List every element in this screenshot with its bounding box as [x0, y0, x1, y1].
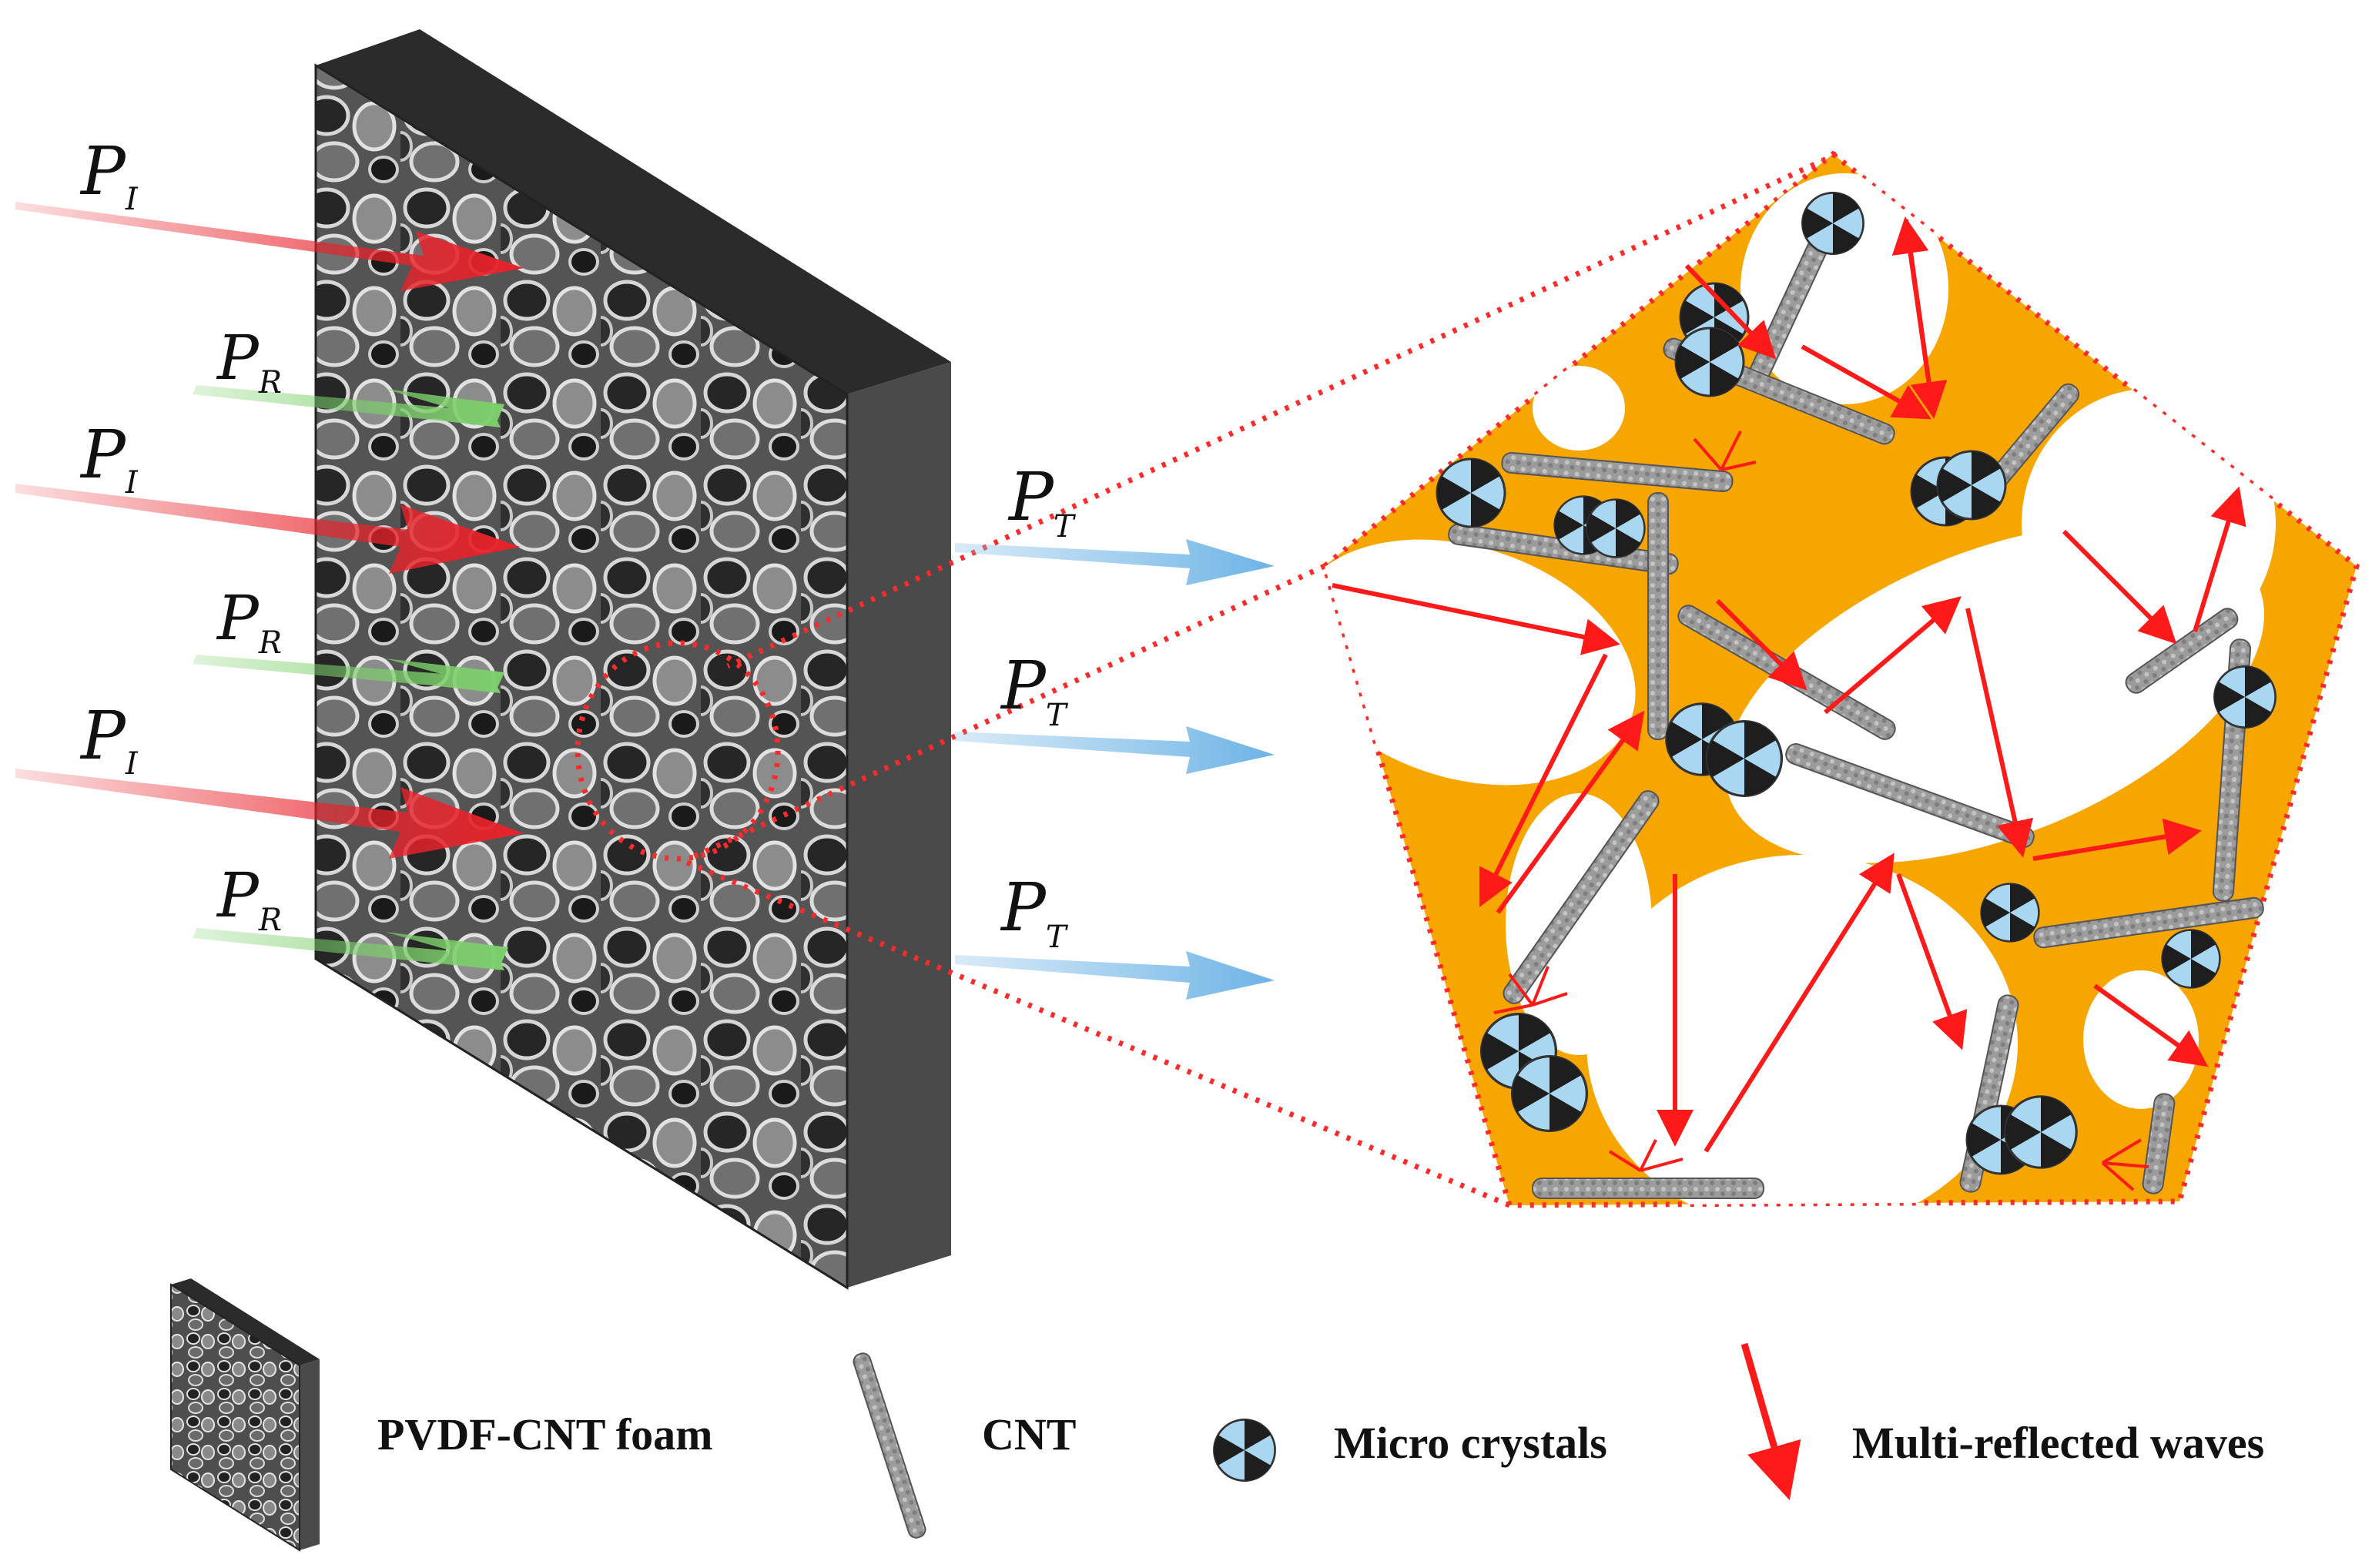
reflection-arrow	[1496, 710, 1645, 914]
zoom-pentagon	[1321, 150, 2360, 1208]
legend-foam-label: PVDF-CNT foam	[377, 1409, 712, 1459]
cell-7	[1533, 366, 1625, 451]
foam-slab-icon	[170, 1278, 320, 1552]
cnt-rod	[2142, 1093, 2176, 1194]
reflection-arrow	[1479, 653, 1608, 908]
cell-3	[1325, 539, 1636, 786]
reflection-arrow	[2193, 486, 2246, 632]
micro-crystal-icon	[1801, 192, 1864, 255]
incident-arrow-3	[15, 769, 524, 859]
reflection-arrow	[1715, 598, 1807, 691]
cnt-rod	[1532, 1178, 1764, 1199]
micro-crystal-icon	[1705, 719, 1784, 798]
reflection-arrow	[2062, 529, 2177, 645]
micro-crystal-icon	[1213, 1419, 1276, 1482]
reflection-arrow	[2093, 983, 2209, 1067]
reflection-arrow	[2032, 818, 2202, 861]
transmitted-arrow-1	[955, 539, 1275, 585]
incident-arrow-2	[15, 484, 520, 574]
micro-crystal-icon	[1436, 457, 1506, 528]
transmitted-label-1: PT	[1007, 459, 1077, 544]
legend-waves-label: Multi-reflected waves	[1852, 1418, 2264, 1468]
micro-crystal-icon	[2161, 929, 2221, 989]
reflected-waves: PR PR PR	[193, 322, 508, 970]
reflection-arrow	[1684, 263, 1777, 360]
transmitted-waves: PT PT PT	[955, 459, 1275, 1000]
incident-label-3: PI	[79, 698, 139, 782]
slab-front-face	[316, 65, 847, 1288]
slab-side-face	[847, 362, 951, 1288]
incident-label-1: PI	[79, 133, 139, 217]
cnt-rod	[1503, 790, 1660, 1004]
micro-crystals	[1436, 192, 2277, 1175]
incident-label-2: PI	[79, 417, 139, 501]
reflection-arrow	[1896, 873, 1968, 1050]
multi-reflected-arrows	[1332, 216, 2246, 1153]
reflected-label-3: PR	[216, 859, 282, 938]
micro-crystal-icon	[1586, 498, 1646, 558]
transmitted-arrow-3	[955, 951, 1275, 1000]
reflection-arrow	[1332, 583, 1620, 655]
reflected-arrow-1	[193, 385, 504, 427]
reflection-arrow	[1801, 344, 1931, 420]
reflection-arrow	[1704, 853, 1895, 1153]
incident-waves: PI PI PI	[15, 133, 524, 859]
slab-top-face	[316, 29, 951, 394]
incident-arrow-1	[15, 202, 524, 291]
micro-crystal-icon	[1510, 1054, 1589, 1133]
cnt-tube-icon	[853, 1352, 926, 1539]
foam-slab	[314, 29, 951, 1290]
micro-crystal-icon	[1936, 450, 2007, 521]
reflected-arrow-2	[193, 655, 504, 693]
reflection-arrow	[1891, 216, 1935, 413]
cnt-rod	[1647, 492, 1669, 740]
transmitted-label-3: PT	[1000, 869, 1069, 955]
cnt-rod	[2033, 896, 2264, 949]
micro-crystal-icon	[2004, 1095, 2078, 1169]
transmitted-arrow-2	[955, 726, 1275, 774]
zoom-lines	[676, 151, 1838, 1208]
legend-cnt-label: CNT	[982, 1409, 1076, 1459]
micro-crystal-icon	[2213, 665, 2277, 729]
reflection-arrow	[1965, 608, 2033, 858]
micro-crystal-icon	[1980, 883, 2040, 943]
micro-crystal-icon	[1674, 327, 1745, 397]
cell-5	[1586, 855, 2018, 1205]
scatter-arrows	[1493, 431, 2149, 1191]
reflected-label-2: PR	[216, 582, 282, 661]
foam-cells	[1325, 173, 2276, 1205]
legend: PVDF-CNT foam CNT Micro crystals Multi-r…	[170, 1278, 2264, 1552]
cnt-rod	[1501, 451, 1734, 493]
legend-crystals-label: Micro crystals	[1334, 1418, 1607, 1468]
reflected-label-1: PR	[216, 322, 282, 400]
red-arrow-icon	[1740, 1342, 1801, 1500]
cell-8	[2083, 970, 2199, 1109]
reflection-arrow	[1824, 596, 1962, 715]
reflected-arrow-3	[193, 928, 508, 970]
transmitted-label-2: PT	[1000, 648, 1069, 733]
